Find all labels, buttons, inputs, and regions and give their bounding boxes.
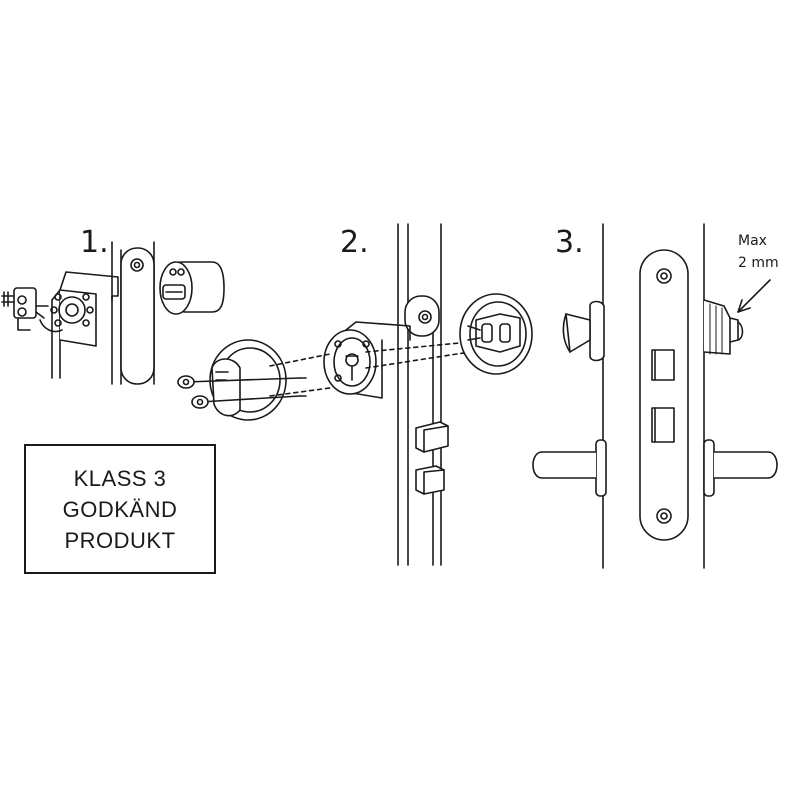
- max-note-line-2: 2 mm: [738, 255, 779, 271]
- certification-line-3: PRODUKT: [64, 527, 176, 553]
- certification-box: KLASS 3 GODKÄND PRODUKT: [24, 444, 216, 574]
- step-1-illustration: [1, 241, 225, 385]
- step-3-illustration: [532, 223, 778, 569]
- step-number-1: 1.: [80, 225, 109, 260]
- certification-line-2: GODKÄND: [62, 496, 178, 522]
- certification-line-1: KLASS 3: [73, 465, 167, 491]
- step-number-3: 3.: [555, 225, 584, 260]
- max-gap-note: Max 2 mm: [738, 230, 779, 274]
- max-note-line-1: Max: [738, 233, 767, 249]
- step-2-illustration: [177, 223, 533, 566]
- step-number-2: 2.: [340, 225, 369, 260]
